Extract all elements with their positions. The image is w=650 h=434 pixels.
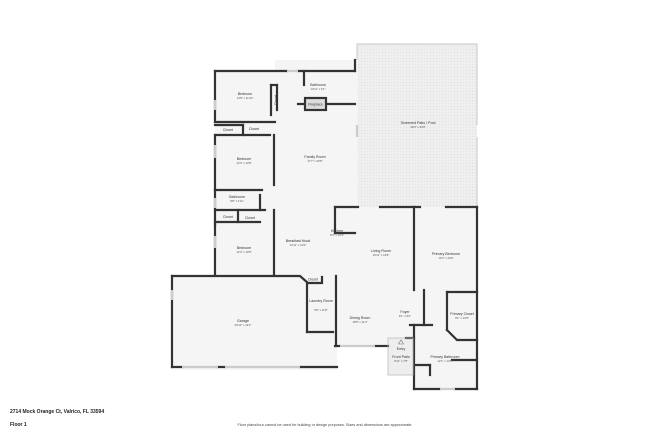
room-labels: Bedroom 14'8" x 11'10" Bathroom 10'11" x… [223,83,474,363]
room-label-breakfast-nook: Breakfast Nook [286,239,311,243]
room-label-closet-2: Closet [223,128,233,132]
room-label-closet-1: Closet [274,95,278,105]
room-label-bathroom-2: Bathroom [229,195,245,199]
room-label-front-patio: Front Patio [392,355,410,359]
room-label-fireplace: Fireplace [308,103,323,107]
room-dims-bathroom-2: 8'8" x 4'11" [230,199,244,203]
room-label-laundry: Laundry Room [309,299,333,303]
room-label-closet-4: Closet [223,215,233,219]
room-dims-bathroom-1: 10'11" x 6'1" [310,87,325,91]
room-label-garage: Garage [237,319,249,323]
room-label-closet-6: Closet [308,278,318,282]
room-dims-front-patio: 5'11" x 7'8" [394,359,408,363]
room-label-bedroom-2: Bedroom [237,157,252,161]
room-dims-bedroom-2: 12'3" x 10'8" [236,161,251,165]
entry-arrow-icon [397,339,405,345]
room-dims-breakfast-nook: 12'11" x 10'0" [290,243,307,247]
room-label-bedroom-1: Bedroom [238,92,253,96]
room-label-dining-room: Dining Room [350,316,371,320]
patio-screen [356,43,478,207]
disclaimer: Floor plans/tour cannot be used for buil… [237,423,413,427]
room-label-kitchen: Kitchen [331,229,343,233]
room-label-primary-bedroom: Primary Bedroom [432,252,460,256]
property-address: 2714 Mock Orange Ct, Valrico, FL 33594 [10,409,105,415]
room-label-primary-closet: Primary Closet [450,312,474,316]
room-label-foyer: Foyer [400,310,410,314]
room-dims-bedroom-3: 12'3" x 10'8" [236,250,251,254]
floor-label: Floor 1 [10,422,27,428]
room-label-primary-bathroom: Primary Bathroom [431,355,460,359]
room-dims-screened-patio: 30'0" x 34'9" [410,125,425,129]
room-dims-garage: 26'10" x 19'2" [235,323,252,327]
walls [170,58,479,391]
room-dims-primary-closet: 8'1" x 10'8" [455,316,469,320]
front-patio-outline [387,337,414,376]
room-dims-family-room: 17'7" x 20'8" [307,159,322,163]
room-label-living-room: Living Room [371,249,391,253]
room-label-bathroom-1: Bathroom [310,83,326,87]
room-dims-dining-room: 18'8" x 11'3" [352,320,367,324]
room-dims-foyer: 8'1" x 8'2" [399,314,411,318]
garage-area [172,276,337,370]
room-dims-kitchen: 8'3" x 10'9" [330,233,344,237]
room-dims-primary-bathroom: 12'1" x 13'8" [437,359,452,363]
room-label-closet-3: Closet [249,127,259,131]
room-dims-living-room: 16'11" x 18'9" [373,253,390,257]
room-dims-bedroom-1: 14'8" x 11'10" [237,96,254,100]
screened-patio-area [357,44,477,207]
room-label-entry: Entry [397,347,406,351]
room-dims-laundry: 5'8" x 11'8" [314,308,328,312]
windows [170,69,455,391]
room-label-closet-5: Closet [245,216,255,220]
room-dims-primary-bedroom: 13'2" x 24'9" [438,256,453,260]
room-label-family-room: Family Room [304,155,325,159]
room-label-bedroom-3: Bedroom [237,246,252,250]
room-label-screened-patio: Screened Patio / Pool [401,121,436,125]
floor-fills [172,44,477,389]
